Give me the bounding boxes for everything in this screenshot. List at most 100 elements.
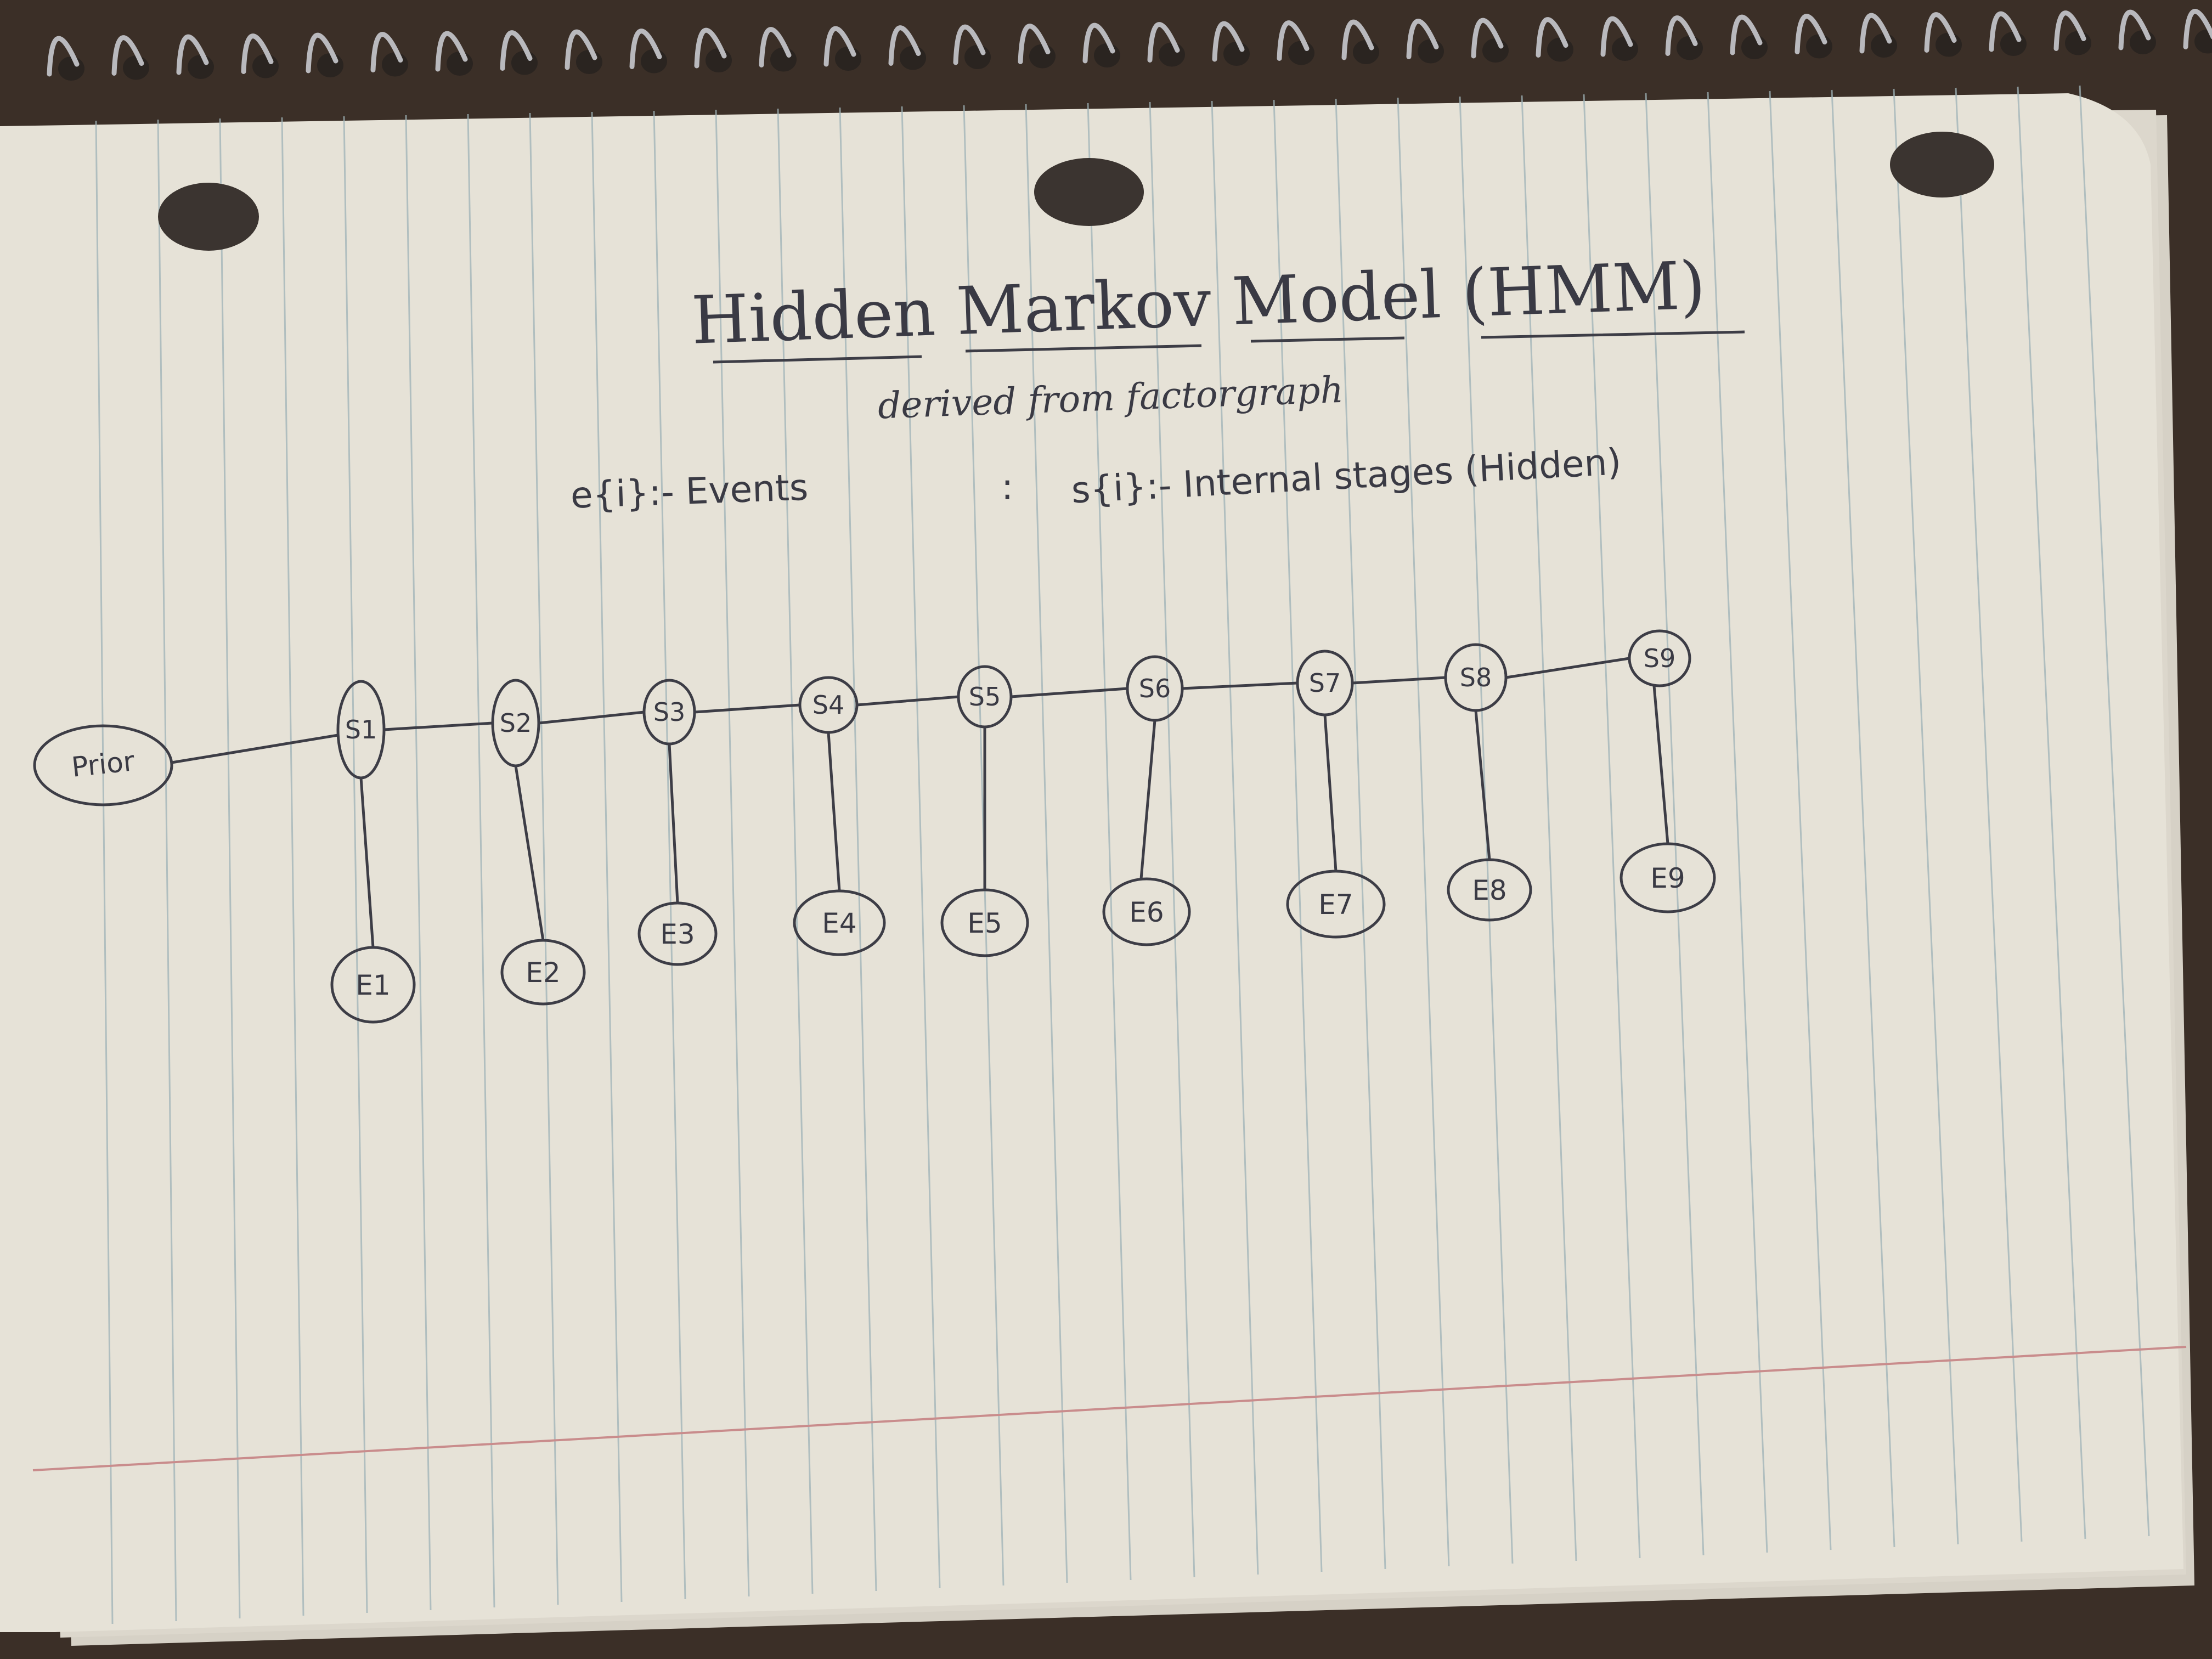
- legend-events: e{i}:- Events: [570, 466, 809, 517]
- spiral-hole: [252, 54, 279, 78]
- state-transition-edge: [382, 721, 494, 731]
- spiral-hole: [1094, 43, 1120, 67]
- state-ellipse: [1628, 629, 1691, 687]
- ruled-line: [901, 106, 941, 1589]
- ruled-line: [1397, 97, 1450, 1567]
- spiral-hole: [1806, 34, 1832, 59]
- spiral-hole: [382, 52, 408, 77]
- state-node: S7: [1296, 650, 1354, 716]
- spiral-hole: [58, 57, 84, 81]
- spiral-hole: [2194, 29, 2212, 54]
- spiral-loop: [1600, 16, 1633, 57]
- event-ellipse: [1620, 842, 1716, 913]
- spiral-loop: [2053, 10, 2086, 51]
- spiral-loop: [241, 33, 274, 74]
- spiral-loop: [1730, 14, 1763, 55]
- prior-node: Prior: [33, 724, 173, 806]
- spiral-hole: [1418, 39, 1444, 64]
- emission-edge: [668, 742, 679, 905]
- event-node: E4: [793, 889, 886, 956]
- spiral-loop: [1924, 12, 1957, 53]
- event-label: E9: [1650, 862, 1685, 894]
- ruled-line: [839, 107, 877, 1592]
- spiral-hole: [1936, 32, 1962, 57]
- ruled-line: [281, 117, 304, 1616]
- prior-ellipse: [33, 724, 173, 806]
- emission-edge: [1652, 684, 1669, 845]
- event-label: E2: [526, 957, 560, 989]
- spiral-loop: [370, 32, 403, 72]
- spiral-hole: [1612, 37, 1638, 61]
- spiral-loop: [1018, 24, 1051, 64]
- ruled-line: [1335, 98, 1386, 1570]
- event-label: E7: [1318, 889, 1353, 921]
- ruled-line: [529, 112, 559, 1605]
- event-ellipse: [1102, 877, 1191, 946]
- state-node: S4: [798, 676, 859, 734]
- ruled-line: [405, 115, 432, 1611]
- spiral-loop: [1277, 20, 1310, 61]
- state-label: S5: [969, 682, 1001, 712]
- state-node: S3: [642, 679, 696, 746]
- spiral-hole: [1741, 35, 1768, 59]
- state-ellipse: [1296, 650, 1354, 716]
- state-ellipse: [1444, 643, 1508, 712]
- ruled-line: [777, 108, 814, 1594]
- spiral-hole: [317, 53, 343, 77]
- emission-edge: [1323, 713, 1338, 873]
- state-transition-edge: [1351, 676, 1447, 685]
- spiral-loop: [306, 32, 338, 74]
- state-label: S7: [1309, 668, 1341, 698]
- spiral-loop: [2183, 9, 2212, 49]
- spiral-loop: [759, 27, 792, 67]
- state-node: S5: [957, 665, 1013, 729]
- state-transition-edge: [855, 695, 960, 707]
- event-ellipse: [1447, 858, 1532, 922]
- spiral-hole: [1677, 36, 1703, 60]
- spiral-hole: [123, 55, 149, 80]
- ruled-line: [1583, 94, 1641, 1559]
- spiral-hole: [2065, 31, 2091, 55]
- spiral-hole: [576, 50, 602, 74]
- spiral-loop: [1665, 15, 1698, 56]
- ruled-line: [219, 118, 241, 1619]
- event-ellipse: [793, 889, 886, 956]
- event-node: E6: [1102, 877, 1191, 946]
- state-ellipse: [957, 665, 1013, 729]
- emission-edge: [827, 731, 841, 893]
- spiral-loop: [47, 36, 80, 77]
- event-node: E7: [1286, 870, 1386, 939]
- spiral-hole: [2130, 30, 2156, 54]
- spiral-binding: [47, 9, 2212, 81]
- state-transition-edge: [1181, 681, 1299, 690]
- ruled-line: [1211, 100, 1259, 1575]
- spiral-hole: [1547, 37, 1573, 62]
- spiral-hole: [641, 49, 667, 74]
- state-label: S1: [345, 715, 377, 744]
- spiral-loop: [1795, 14, 1827, 54]
- spiral-loop: [1471, 18, 1504, 59]
- spiral-hole: [1159, 42, 1185, 67]
- spiral-loop: [823, 26, 856, 67]
- event-node: E1: [330, 946, 416, 1024]
- event-node: E3: [637, 901, 718, 966]
- prior-label: Prior: [70, 745, 137, 783]
- state-label: S2: [500, 708, 532, 738]
- ruled-line: [157, 119, 177, 1622]
- spiral-loop: [565, 29, 597, 70]
- spiral-loop: [176, 34, 209, 75]
- ruled-line: [2079, 85, 2150, 1537]
- ruled-line: [653, 110, 686, 1600]
- event-ellipse: [500, 939, 586, 1006]
- spiral-hole: [188, 55, 214, 79]
- ruled-line: [1955, 87, 2023, 1542]
- spiral-hole: [1871, 33, 1897, 58]
- spiral-hole: [447, 52, 473, 76]
- spiral-loop: [1406, 19, 1439, 59]
- notebook-page: [0, 93, 2183, 1632]
- spiral-hole: [2000, 32, 2027, 56]
- ruled-line: [1707, 92, 1768, 1553]
- state-label: S3: [653, 697, 685, 727]
